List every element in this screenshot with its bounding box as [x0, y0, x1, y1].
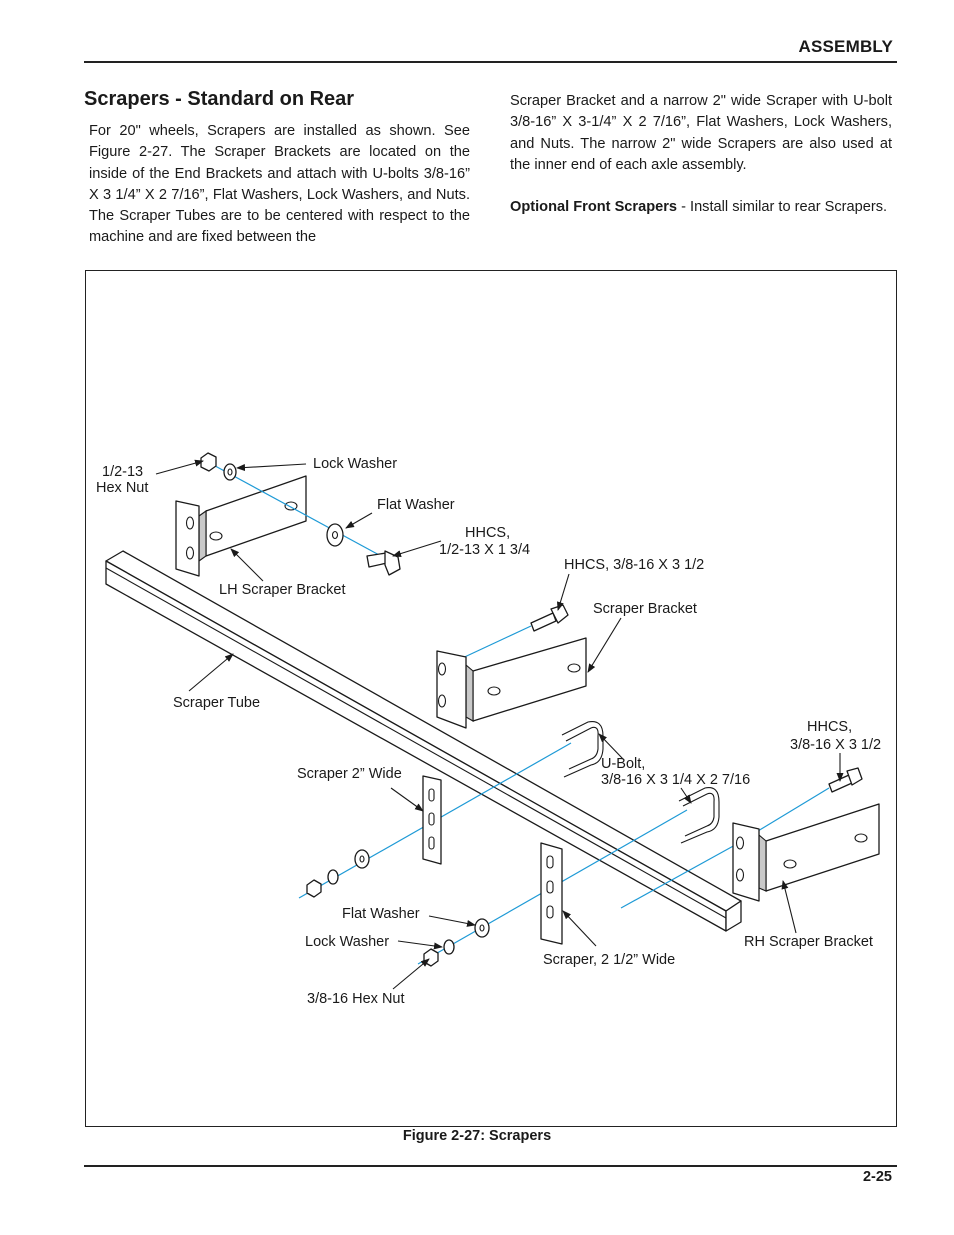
optional-label: Optional Front Scrapers — [510, 199, 678, 216]
optional-note: Optional Front Scrapers - Install simila… — [510, 197, 892, 218]
hex-nut-half-inch — [200, 452, 217, 472]
leader-lock-washer-bottom — [397, 940, 443, 950]
scraper-bracket — [436, 637, 587, 729]
label-scraper-tube: Scraper Tube — [173, 695, 260, 711]
rh-scraper-bracket — [732, 803, 880, 902]
leader-scraper-bracket — [587, 617, 622, 673]
lock-washer-mid — [327, 869, 339, 885]
leader-hex-nut-half — [155, 459, 204, 475]
header-rule — [84, 61, 897, 63]
u-bolt-lower — [678, 787, 720, 844]
body-paragraph-right: Scraper Bracket and a narrow 2" wide Scr… — [510, 93, 892, 173]
hhcs-mid-bolt — [530, 604, 569, 632]
label-hhcs-half-2: 1/2-13 X 1 3/4 — [439, 542, 530, 558]
label-lh-scraper-bracket: LH Scraper Bracket — [219, 582, 346, 598]
optional-text: - Install similar to rear Scrapers. — [677, 199, 888, 216]
leader-scraper-tube — [188, 653, 234, 692]
leader-rh-bracket — [781, 880, 797, 934]
leader-scraper-2half — [562, 910, 597, 947]
hhcs-right-bolt — [828, 767, 863, 793]
figure-frame: 1/2-13 Hex Nut Lock Washer Flat Washer H… — [85, 270, 897, 1127]
label-flat-washer-top: Flat Washer — [377, 497, 455, 513]
label-hex-nut-half-1: 1/2-13 — [102, 464, 143, 480]
lock-washer-top — [223, 463, 237, 481]
scraper-2-half-inch — [540, 842, 563, 945]
flat-washer-mid — [354, 849, 370, 869]
flat-washer-bottom — [474, 918, 490, 938]
u-bolt-upper — [561, 721, 604, 778]
label-hhcs-right-2: 3/8-16 X 3 1/2 — [790, 737, 881, 753]
hex-nut-bottom — [423, 948, 439, 967]
centerline-rh — [620, 838, 747, 909]
centerline-rh-bolt — [752, 787, 830, 835]
footer-rule — [84, 1165, 897, 1167]
leader-ubolt-lower — [680, 787, 692, 804]
label-scraper-2in: Scraper 2” Wide — [297, 766, 402, 782]
leader-lock-washer-top — [236, 463, 307, 472]
label-ubolt-1: U-Bolt, — [601, 756, 645, 772]
leader-flat-washer-top — [345, 512, 373, 529]
leader-ubolt — [598, 733, 624, 760]
lock-washer-bottom — [443, 939, 455, 955]
label-scraper-2half: Scraper, 2 1/2” Wide — [543, 952, 675, 968]
leader-lh-bracket — [230, 548, 264, 582]
label-hhcs-mid: HHCS, 3/8-16 X 3 1/2 — [564, 557, 704, 573]
hhcs-half-inch-bolt — [366, 550, 401, 576]
leader-scraper-2in — [390, 787, 424, 812]
section-title: Scrapers - Standard on Rear — [84, 88, 355, 110]
leader-hhcs-half — [392, 540, 442, 557]
leader-hhcs-mid — [556, 573, 570, 611]
label-ubolt-2: 3/8-16 X 3 1/4 X 2 7/16 — [601, 772, 750, 788]
body-text-left: For 20" wheels, Scrapers are installed a… — [89, 123, 470, 246]
section-label: ASSEMBLY — [798, 37, 893, 56]
body-text-right: Scraper Bracket and a narrow 2" wide Scr… — [510, 91, 892, 218]
scrapers-diagram: 1/2-13 Hex Nut Lock Washer Flat Washer H… — [96, 452, 881, 1007]
flat-washer-top — [326, 523, 344, 547]
label-scraper-bracket: Scraper Bracket — [593, 601, 697, 617]
hex-nut-mid — [306, 879, 322, 898]
label-hhcs-half-1: HHCS, — [465, 525, 510, 541]
label-flat-washer-bottom: Flat Washer — [342, 906, 420, 922]
label-lock-washer-bottom: Lock Washer — [305, 934, 389, 950]
label-hhcs-right-1: HHCS, — [807, 719, 852, 735]
label-lock-washer-top: Lock Washer — [313, 456, 397, 472]
centerline-mid-bracket — [455, 625, 532, 662]
label-rh-scraper-bracket: RH Scraper Bracket — [744, 934, 873, 950]
label-hex-nut-half-2: Hex Nut — [96, 480, 148, 496]
figure-caption: Figure 2-27: Scrapers — [402, 1128, 552, 1144]
scraper-2-inch — [422, 775, 442, 865]
label-hex-nut-38: 3/8-16 Hex Nut — [307, 991, 405, 1007]
scraper-tube — [105, 550, 742, 932]
page-number: 2-25 — [862, 1169, 892, 1185]
leader-flat-washer-bottom — [428, 915, 476, 927]
leader-hex-nut-38 — [392, 958, 430, 990]
lh-scraper-bracket — [175, 475, 307, 577]
